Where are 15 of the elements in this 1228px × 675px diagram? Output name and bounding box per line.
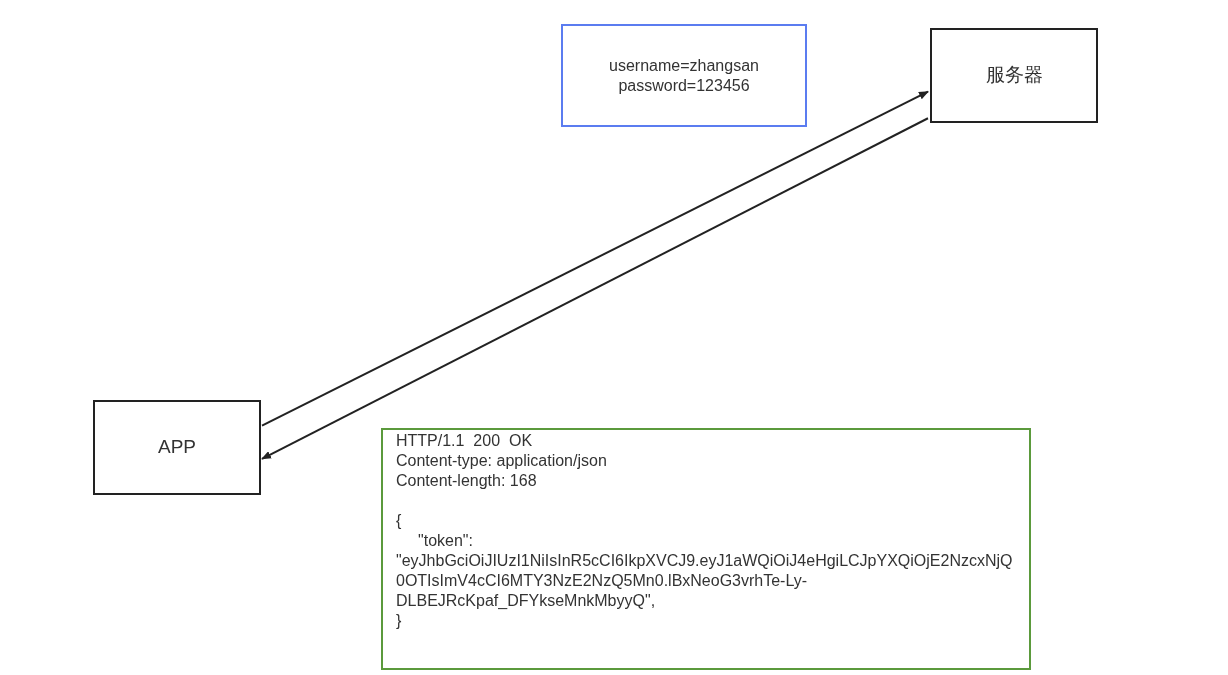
response-text: "token": "eyJhbGciOiJIUzI1NiIsInR5cCI6IkpXVCJ9.eyJ1aWQiOiJ4eHgiLCJpYXQiOjE2NzcxNjQ0OTIsImV4cCI6MTY3NzE2NzQ5Mn0.lBxNeoG3vrhTe-Ly-DLBEJRcKpaf_DFYkseMnkMbyyQ", xyxy=(396,531,1014,611)
node-label: username=zhangsan password=123456 xyxy=(608,55,760,96)
response-text: } xyxy=(396,611,403,631)
response-text: Content-type: application/json xyxy=(396,451,608,471)
node-label: APP xyxy=(158,435,196,460)
arrow xyxy=(261,117,929,460)
response-box xyxy=(381,428,1031,670)
request-box xyxy=(561,24,807,127)
response-text: { xyxy=(396,511,403,531)
server-box xyxy=(930,28,1098,123)
response-text: HTTP/1.1 200 OK xyxy=(396,431,534,451)
node-label: 服务器 xyxy=(985,63,1043,88)
app-box xyxy=(93,400,261,495)
arrow xyxy=(261,90,929,427)
response-text: Content-length: 168 xyxy=(396,471,538,491)
